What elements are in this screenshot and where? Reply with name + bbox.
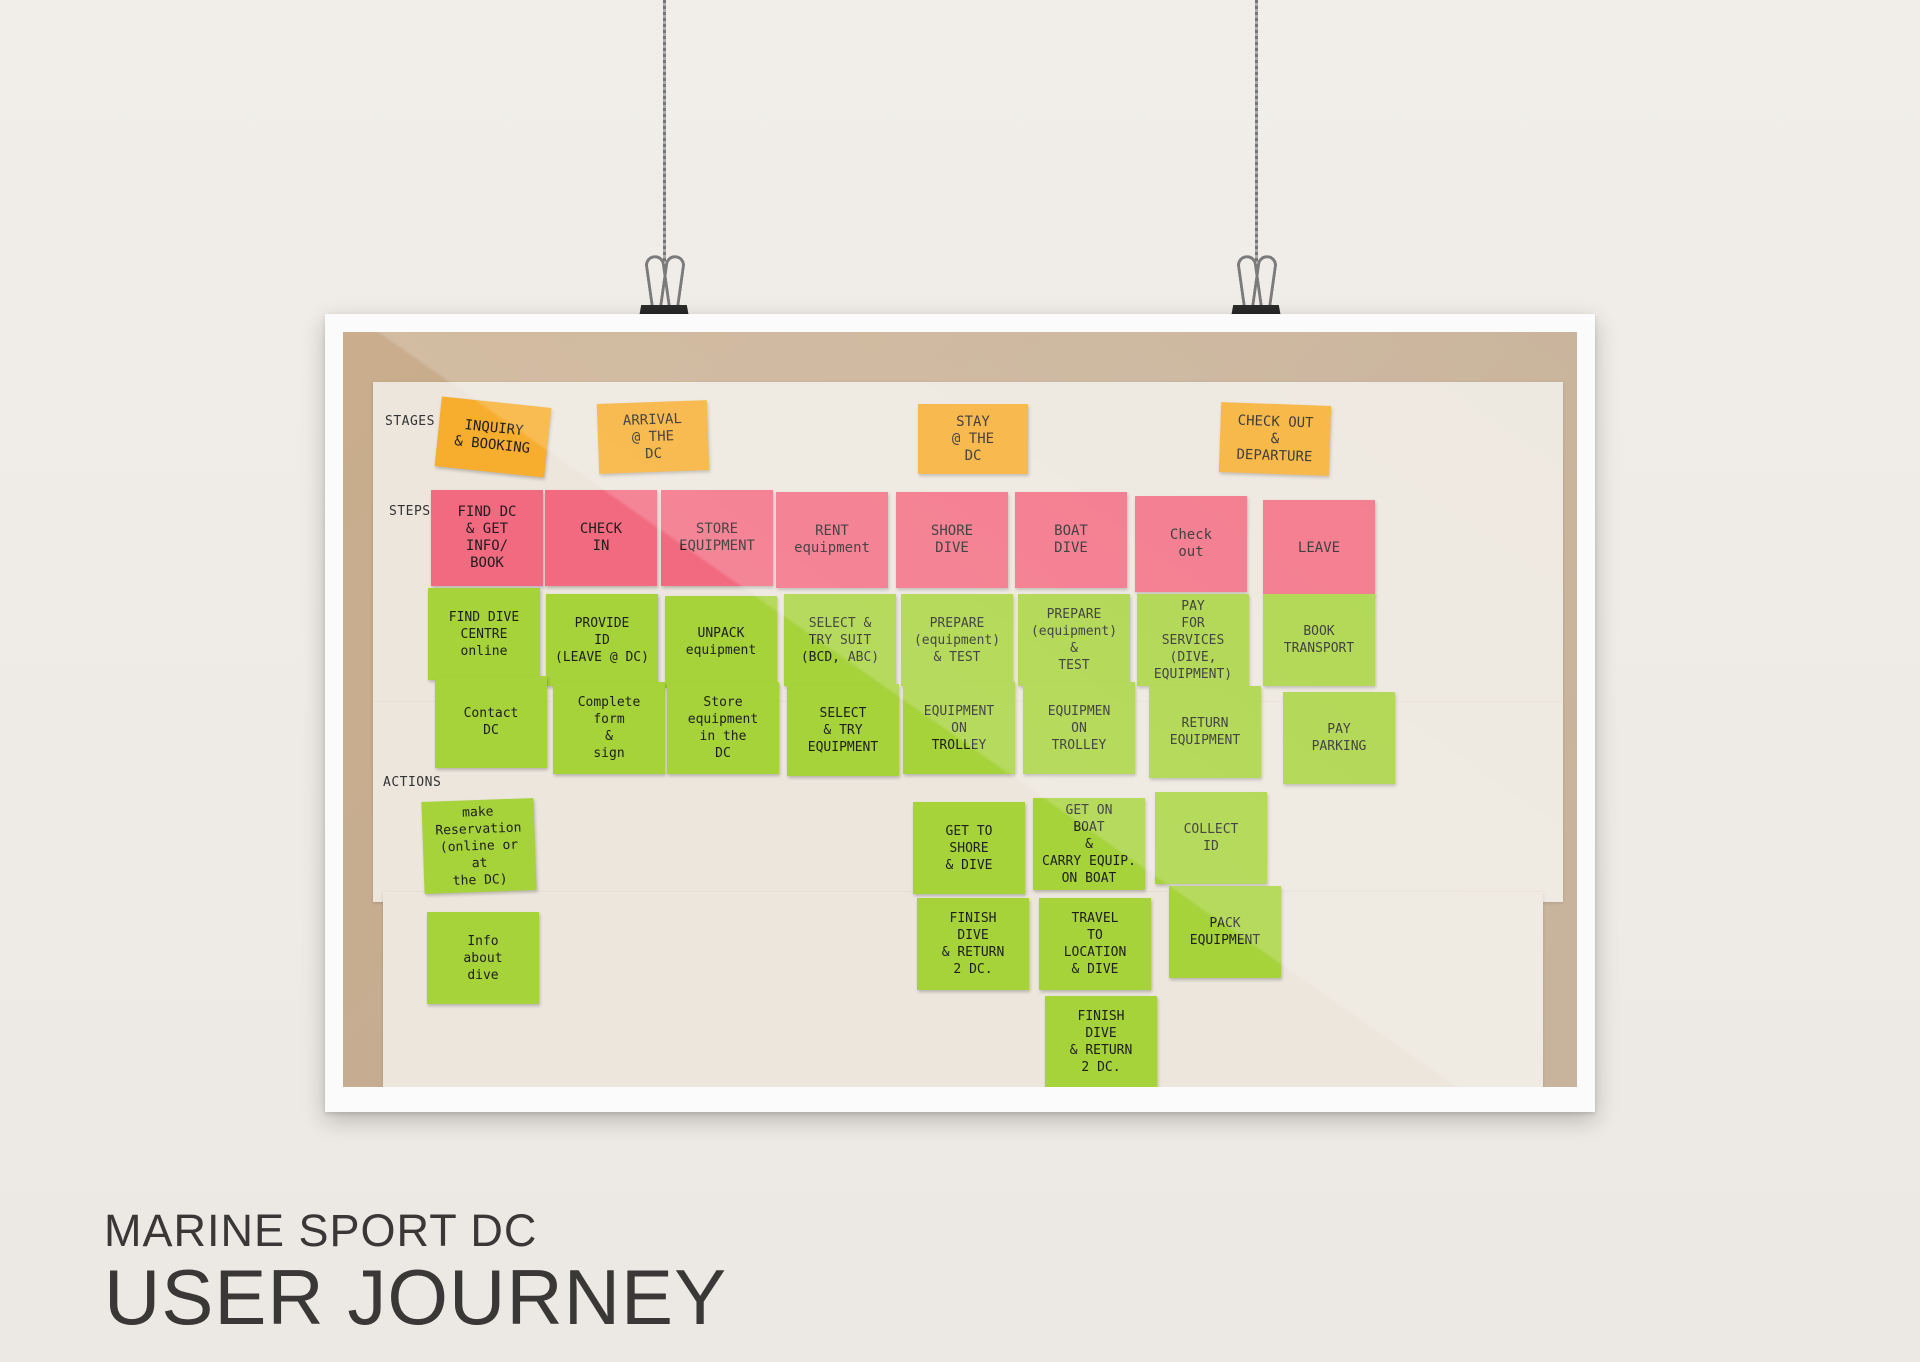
action-note: UNPACK equipment: [665, 596, 777, 688]
action-note: FIND DIVE CENTRE online: [428, 588, 540, 680]
action-note: Store equipment in the DC: [667, 682, 779, 774]
action-note: GET ON BOAT & CARRY EQUIP. ON BOAT: [1033, 798, 1145, 890]
action-note: Info about dive: [427, 912, 539, 1004]
caption-title: USER JOURNEY: [104, 1253, 728, 1341]
step-note: CHECK IN: [545, 490, 657, 586]
action-note: SELECT & TRY EQUIPMENT: [787, 684, 899, 776]
action-note: PREPARE (equipment) & TEST: [1018, 594, 1130, 686]
action-note: TRAVEL TO LOCATION & DIVE: [1039, 898, 1151, 990]
step-note: RENT equipment: [776, 492, 888, 588]
hanging-wire-right: [1255, 0, 1258, 262]
action-note: PACK EQUIPMENT: [1169, 886, 1281, 978]
stage-note: CHECK OUT & DEPARTURE: [1218, 402, 1332, 476]
action-note: BOOK TRANSPORT: [1263, 594, 1375, 686]
action-note: PREPARE (equipment) & TEST: [901, 594, 1013, 686]
action-note: Complete form & sign: [553, 682, 665, 774]
poster-frame: STAGES STEPS ACTIONS INQUIRY & BOOKING A…: [325, 314, 1595, 1112]
caption-subtitle: MARINE SPORT DC: [104, 1205, 538, 1256]
action-note: FINISH DIVE & RETURN 2 DC.: [1045, 996, 1157, 1087]
step-note: STORE EQUIPMENT: [661, 490, 773, 586]
action-note: Contact DC: [435, 676, 547, 768]
action-note: PAY FOR SERVICES (DIVE, EQUIPMENT): [1137, 594, 1249, 686]
row-label-steps: STEPS: [389, 504, 431, 519]
step-note: FIND DC & GET INFO/ BOOK: [431, 490, 543, 586]
stage-note: ARRIVAL @ THE DC: [596, 400, 710, 474]
action-note: PROVIDE ID (LEAVE @ DC): [546, 594, 658, 686]
row-label-actions: ACTIONS: [383, 775, 442, 790]
action-note: FINISH DIVE & RETURN 2 DC.: [917, 898, 1029, 990]
action-note: RETURN EQUIPMENT: [1149, 686, 1261, 778]
hanging-wire-left: [663, 0, 666, 262]
action-note: EQUIPMEN ON TROLLEY: [1023, 682, 1135, 774]
action-note: PAY PARKING: [1283, 692, 1395, 784]
row-label-stages: STAGES: [385, 414, 435, 429]
action-note: COLLECT ID: [1155, 792, 1267, 884]
stage-note: INQUIRY & BOOKING: [434, 396, 552, 478]
action-note: GET TO SHORE & DIVE: [913, 802, 1025, 894]
step-note: Check out: [1135, 496, 1247, 592]
step-note: LEAVE: [1263, 500, 1375, 596]
journey-board-photo: STAGES STEPS ACTIONS INQUIRY & BOOKING A…: [343, 332, 1577, 1087]
step-note: SHORE DIVE: [896, 492, 1008, 588]
action-note: EQUIPMENT ON TROLLEY: [903, 682, 1015, 774]
stage-note: STAY @ THE DC: [918, 404, 1028, 474]
action-note: SELECT & TRY SUIT (BCD, ABC): [784, 594, 896, 686]
step-note: BOAT DIVE: [1015, 492, 1127, 588]
action-note: make Reservation (online or at the DC): [421, 798, 537, 894]
